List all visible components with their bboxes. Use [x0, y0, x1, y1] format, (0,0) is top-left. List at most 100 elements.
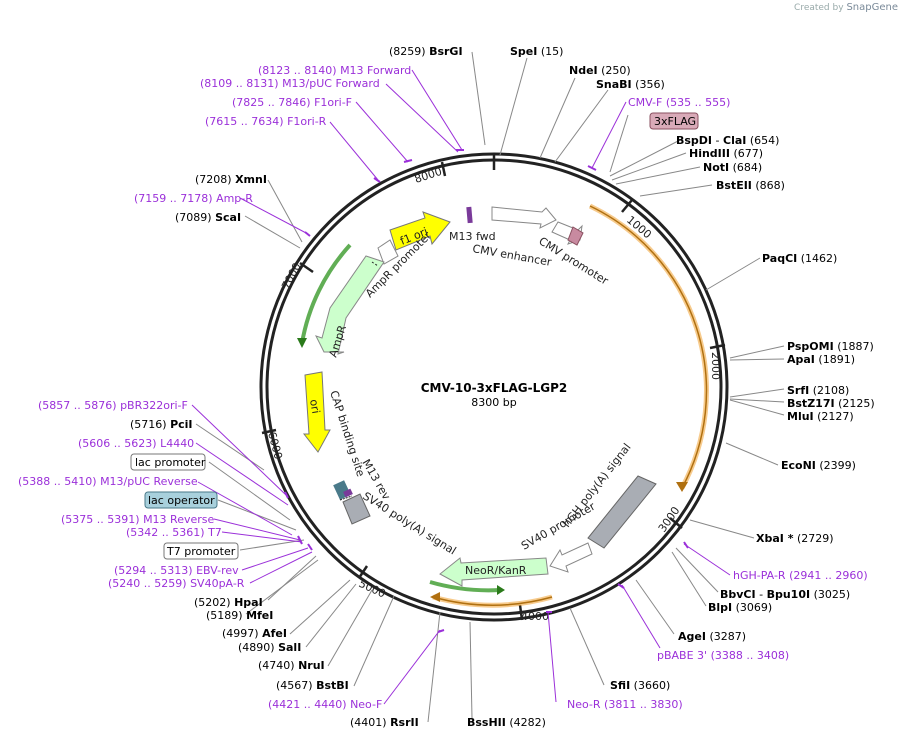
plasmid-name: CMV-10-3xFLAG-LGP2 — [421, 381, 568, 395]
site-bsshii: BssHII (4282) — [467, 716, 546, 729]
feature-hgh-polya — [587, 475, 657, 549]
primer-m13-puc-reverse: (5388 .. 5410) M13/pUC Reverse — [18, 475, 198, 488]
feature-neor-label: NeoR/KanR — [465, 564, 527, 577]
orf-band-neo-green — [429, 580, 501, 593]
site-bstbi: (4567) BstBI — [276, 679, 349, 692]
site-pcii: (5716) PciI — [130, 418, 193, 431]
primer-neo-f: (4421 .. 4440) Neo-F — [268, 698, 382, 711]
site-ndei: NdeI (250) — [569, 64, 631, 77]
feature-3xflag-block — [567, 226, 584, 246]
site-nrui: (4740) NruI — [258, 659, 325, 672]
orf-band-neo-line — [432, 596, 553, 606]
credit-prefix: Created by — [794, 3, 844, 13]
feature-t7-dotted — [339, 495, 353, 501]
site-hpai: (5202) HpaI — [194, 596, 263, 609]
feature-m13-fwd-label: M13 fwd — [449, 230, 496, 243]
tick-2000: 2000 — [709, 352, 722, 380]
feature-ampr — [315, 255, 385, 355]
box-t7-promoter — [163, 542, 239, 560]
site-scai: (7089) ScaI — [175, 211, 241, 224]
primer-f1ori-f: (7825 .. 7846) F1ori-F — [232, 96, 352, 109]
left-labels: (8259) BsrGI (7208) XmnI (7089) ScaI (57… — [130, 45, 463, 729]
site-blpi: BlpI (3069) — [708, 601, 772, 614]
orf-band-lgp2-line — [589, 205, 708, 489]
site-econi: EcoNI (2399) — [781, 459, 856, 472]
site-sali: (4890) SalI — [238, 641, 301, 654]
site-paqci: PaqCI (1462) — [762, 252, 837, 265]
feature-ori — [302, 371, 331, 453]
site-agei: AgeI (3287) — [678, 630, 746, 643]
site-sfii: SfiI (3660) — [610, 679, 670, 692]
feature-cmv-enhancer — [491, 206, 557, 229]
site-bsrgi: (8259) BsrGI — [389, 45, 463, 58]
primer-m13-reverse: (5375 .. 5391) M13 Reverse — [61, 513, 214, 526]
primer-sv40pa-r: (5240 .. 5259) SV40pA-R — [108, 577, 245, 590]
primer-ebv-rev: (5294 .. 5313) EBV-rev — [114, 564, 239, 577]
site-xbai: XbaI * (2729) — [756, 532, 834, 545]
site-xmni: (7208) XmnI — [195, 173, 267, 186]
orf-band-ampr — [300, 243, 352, 344]
feature-sv40-promoter — [549, 542, 593, 573]
feature-ampr-promoter — [377, 239, 399, 265]
site-bsteii: BstEII (868) — [716, 179, 785, 192]
primer-t7: (5342 .. 5361) T7 — [126, 526, 222, 539]
label-t7-promoter: T7 promoter — [166, 545, 236, 558]
site-bbvci: BbvCI - Bpu10I (3025) — [720, 588, 850, 601]
site-pspomi: PspOMI (1887) — [787, 340, 874, 353]
feature-neor-kanr — [439, 557, 549, 587]
box-lac-operator — [144, 491, 218, 509]
tick-5000: 5000 — [357, 577, 388, 601]
feature-ampr-dotted — [371, 261, 379, 267]
orf-arrow-neo-green — [497, 585, 505, 595]
right-primer-labels: CMV-F (535 .. 555) hGH-PA-R (2941 .. 296… — [567, 96, 868, 711]
feature-sv40-polya — [342, 493, 371, 525]
tick-7000: 7000 — [279, 261, 304, 292]
orf-arrow-ampr — [297, 338, 307, 348]
feature-ori-label: ori — [307, 398, 322, 414]
site-rsrii: (4401) RsrII — [350, 716, 419, 729]
primer-amp-r: (7159 .. 7178) Amp-R — [134, 192, 253, 205]
primer-f1ori-r: (7615 .. 7634) F1ori-R — [205, 115, 327, 128]
feature-sv40-polya-label: SV40 poly(A) signal — [360, 490, 458, 558]
primer-l4440: (5606 .. 5623) L4440 — [78, 437, 194, 450]
left-primer-labels: (8123 .. 8140) M13 Forward (8109 .. 8131… — [18, 64, 411, 711]
feature-f1-ori — [389, 211, 451, 251]
snapgene-credit: Created by SnapGene — [794, 2, 898, 13]
orf-arrow-neo — [430, 592, 440, 602]
plasmid-size: 8300 bp — [471, 396, 516, 409]
site-afei: (4997) AfeI — [222, 627, 287, 640]
feature-m13-rev-block — [343, 488, 353, 498]
primer-m13-forward: (8123 .. 8140) M13 Forward — [258, 64, 411, 77]
site-leaders — [195, 51, 785, 723]
primer-marks — [284, 149, 689, 633]
primer-hgh-pa-r: hGH-PA-R (2941 .. 2960) — [733, 569, 868, 582]
primer-pbr322ori-f: (5857 .. 5876) pBR322ori-F — [38, 399, 188, 412]
primer-neo-r: Neo-R (3811 .. 3830) — [567, 698, 683, 711]
site-apai: ApaI (1891) — [787, 353, 855, 366]
site-noti: NotI (684) — [703, 161, 762, 174]
site-bspdi: BspDI - ClaI (654) — [676, 134, 779, 147]
primer-cmv-f: CMV-F (535 .. 555) — [628, 96, 730, 109]
primer-leaders — [191, 69, 731, 705]
tick-4000: 4000 — [521, 610, 549, 623]
right-labels: SpeI (15) NdeI (250) SnaBI (356) BspDI -… — [467, 45, 875, 729]
box-lac-promoter — [130, 453, 206, 471]
site-hindiii: HindIII (677) — [689, 147, 763, 160]
label-lac-promoter: lac promoter — [135, 456, 206, 469]
label-lac-operator: lac operator — [148, 494, 215, 507]
credit-brand: SnapGene — [846, 2, 898, 13]
orf-arrow-lgp2 — [676, 482, 688, 492]
site-snabi: SnaBI (356) — [596, 78, 665, 91]
site-mlui: MluI (2127) — [787, 410, 854, 423]
box-3xflag — [649, 112, 699, 130]
primer-pbabe-3: pBABE 3' (3388 .. 3408) — [657, 649, 789, 662]
site-spei: SpeI (15) — [510, 45, 563, 58]
site-srfi: SrfI (2108) — [787, 384, 849, 397]
primer-m13-puc-forward: (8109 .. 8131) M13/pUC Forward — [200, 77, 380, 90]
label-3xflag: 3xFLAG — [654, 115, 696, 128]
site-bstz17i: BstZ17I (2125) — [787, 397, 875, 410]
site-mfei: (5189) MfeI — [206, 609, 273, 622]
feature-m13-fwd — [466, 206, 473, 224]
backbone-ticks — [261, 154, 726, 621]
